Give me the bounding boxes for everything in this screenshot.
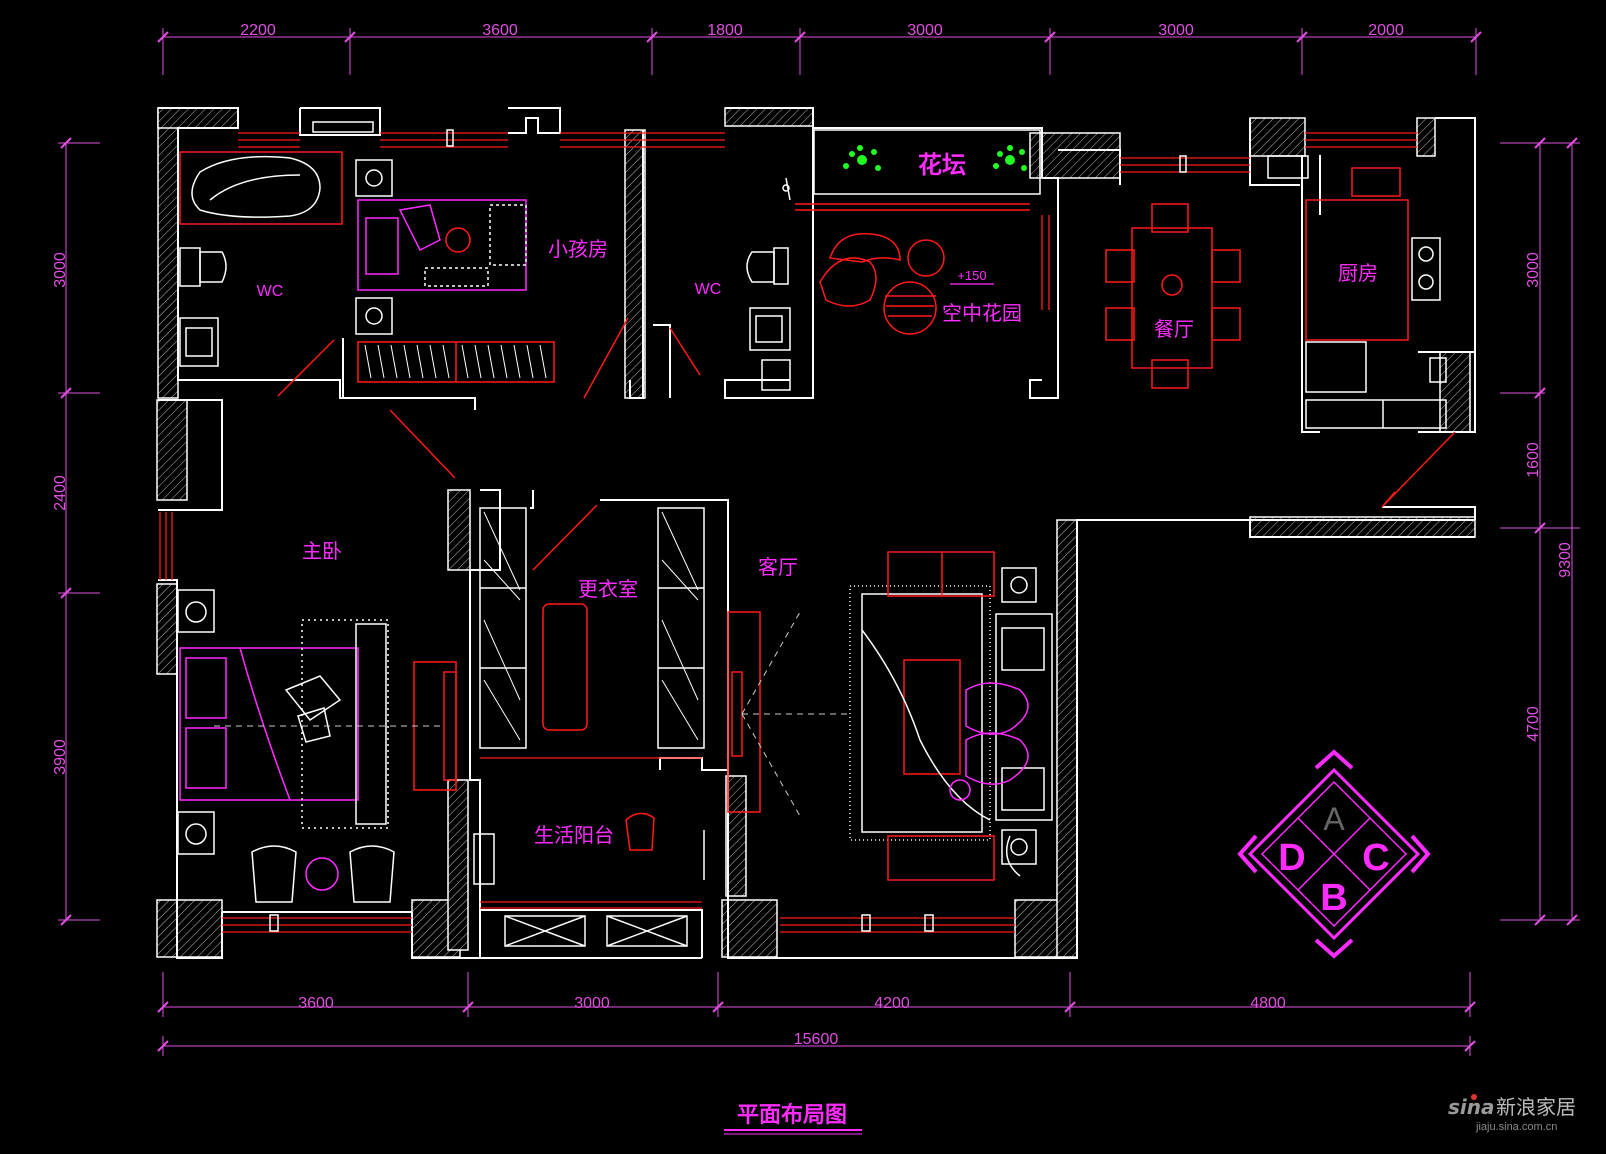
room-label-master-bedroom: 主卧 [302, 539, 342, 563]
dining-table [1105, 203, 1241, 389]
compass-a-label: A [1323, 801, 1345, 837]
compass-d-label: D [1278, 837, 1305, 879]
flower-bed [813, 129, 1041, 195]
dim-top-5: 3000 [1158, 22, 1194, 39]
sina-logo-text: sina [1448, 1095, 1495, 1119]
garden-chairs [819, 232, 945, 335]
dimension-ticks [60, 31, 1578, 1052]
plan-title: 平面布局图 [737, 1102, 847, 1128]
room-label-flower-bed: 花坛 [918, 151, 966, 179]
watermark-brand: 新浪家居 [1496, 1095, 1576, 1119]
dim-left-2: 2400 [52, 475, 69, 511]
room-label-kids-room: 小孩房 [548, 237, 608, 261]
room-label-kitchen: 厨房 [1338, 261, 1378, 285]
balcony-fittings [473, 812, 705, 947]
kitchen-fittings [1305, 167, 1447, 429]
compass [1237, 749, 1431, 959]
room-label-dining: 餐厅 [1154, 317, 1194, 341]
dressing-island [480, 603, 702, 759]
master-bed [179, 619, 389, 829]
dim-right-2: 1600 [1525, 442, 1542, 478]
dim-bottom-4: 4800 [1250, 995, 1286, 1012]
kids-wardrobe [357, 341, 555, 383]
dim-left-1: 3000 [52, 252, 69, 288]
room-label-living-room: 客厅 [758, 555, 798, 579]
toilet-left [179, 247, 227, 287]
dim-top-1: 2200 [240, 22, 276, 39]
dim-top-3: 1800 [707, 22, 743, 39]
kids-bed [357, 199, 527, 291]
dim-right-1: 3000 [1525, 252, 1542, 288]
dim-left-3: 3900 [52, 739, 69, 775]
sink-left [179, 317, 219, 367]
compass-c-label: C [1362, 837, 1389, 879]
room-label-balcony: 生活阳台 [534, 823, 614, 847]
dim-top-4: 3000 [907, 22, 943, 39]
dim-top-6: 2000 [1368, 22, 1404, 39]
windows [159, 132, 1417, 933]
dim-right-3: 4700 [1525, 706, 1542, 742]
bedroom-tv-cabinet [214, 661, 457, 791]
room-label-wc-mid: WC [695, 281, 722, 298]
room-label-dressing-room: 更衣室 [578, 577, 638, 601]
living-tv-wall [727, 611, 850, 817]
living-rug-and-sofa [849, 551, 1053, 881]
dressing-wardrobes [479, 507, 705, 749]
dim-top-2: 3600 [482, 22, 518, 39]
toilet-mid [746, 177, 791, 391]
bedroom-lounge-chairs [251, 845, 395, 903]
sina-logo: sina [1448, 1094, 1495, 1119]
wall-outlines [158, 107, 1476, 959]
room-label-sky-garden: 空中花园 [942, 301, 1022, 325]
walls [156, 107, 1476, 958]
kids-nightstands [355, 159, 393, 335]
level-mark: +150 [957, 268, 986, 283]
dim-bottom-2: 3000 [574, 995, 610, 1012]
dim-bottom-1: 3600 [298, 995, 334, 1012]
bedroom-nightstands [177, 589, 215, 855]
doors [277, 203, 1456, 571]
bathtub [179, 151, 343, 225]
dim-right-total: 9300 [1557, 542, 1574, 578]
dim-bottom-total: 15600 [794, 1031, 839, 1048]
window-mullions [269, 121, 1309, 932]
room-label-wc-left: WC [257, 283, 284, 300]
compass-b-label: B [1320, 877, 1347, 919]
dim-bottom-3: 4200 [874, 995, 910, 1012]
watermark-url: jiaju.sina.com.cn [1475, 1121, 1557, 1133]
